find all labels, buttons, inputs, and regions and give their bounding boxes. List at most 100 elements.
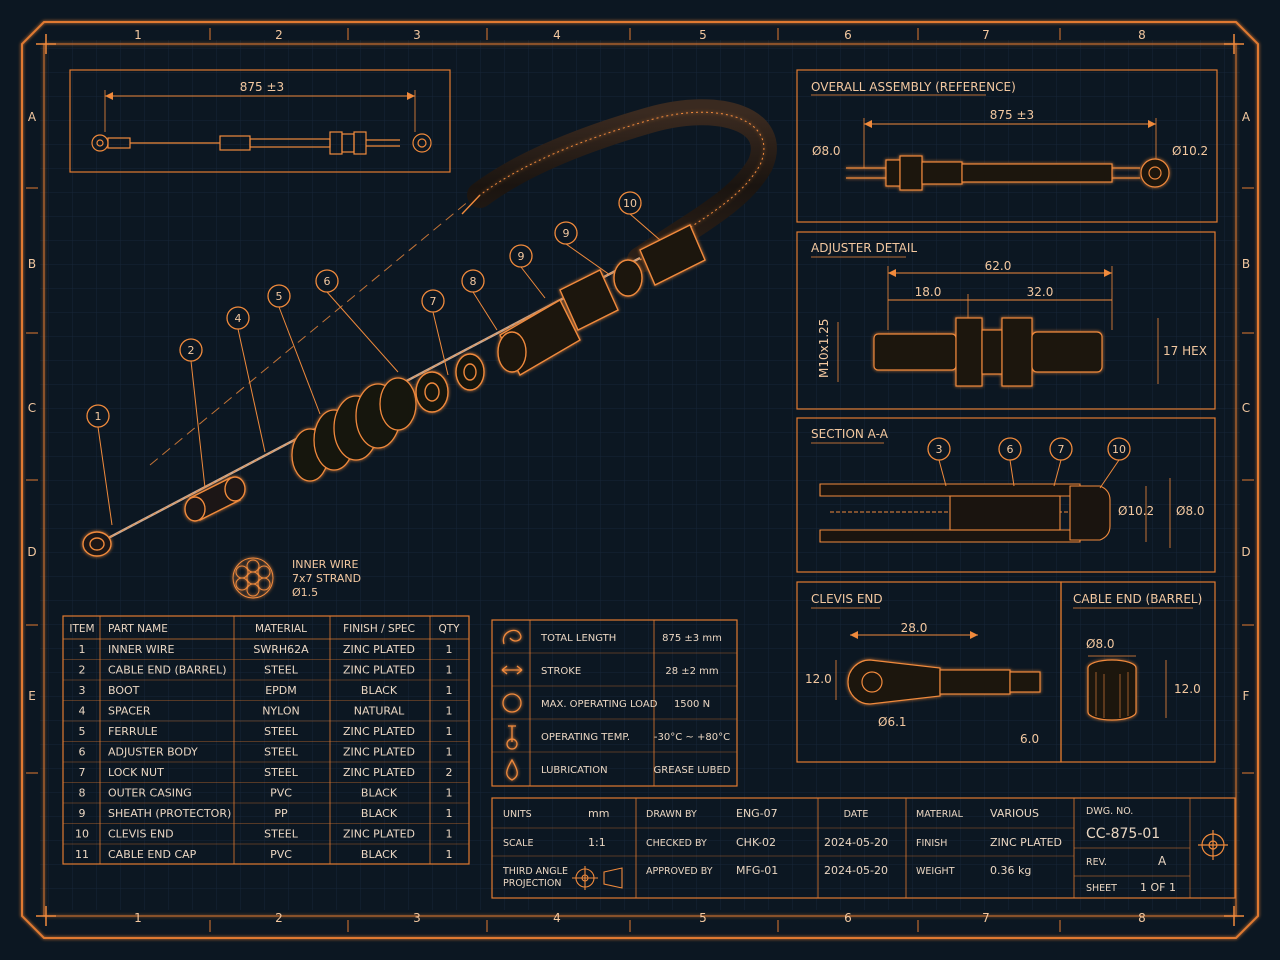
bom-cell: 1 xyxy=(446,746,453,759)
bom-cell: 4 xyxy=(79,705,86,718)
balloon-number: 5 xyxy=(276,290,283,303)
adjuster-left: 18.0 xyxy=(915,285,942,299)
double-arrow-icon xyxy=(501,665,523,675)
bom-cell: 11 xyxy=(75,848,89,861)
balloon-number: 6 xyxy=(324,275,331,288)
bom-cell: 1 xyxy=(446,705,453,718)
item-balloon: 9 xyxy=(509,244,546,299)
balloon-number: 10 xyxy=(623,197,637,210)
bom-cell: 10 xyxy=(75,828,89,841)
item-balloon: 1 xyxy=(86,404,113,526)
projection-label-1: THIRD ANGLE xyxy=(502,866,568,877)
rev-label: REV. xyxy=(1086,857,1107,868)
bom-header: MATERIAL xyxy=(255,623,307,635)
droplet-icon xyxy=(506,758,518,781)
bom-cell: NATURAL xyxy=(354,705,405,718)
overall-assembly-title: OVERALL ASSEMBLY (REFERENCE) xyxy=(811,80,1016,94)
drawn-label: DRAWN BY xyxy=(646,809,697,820)
balloon-number: 9 xyxy=(563,227,570,240)
spec-label: OPERATING TEMP. xyxy=(541,732,630,743)
bom-cell: 6 xyxy=(79,746,86,759)
bom-cell: 1 xyxy=(446,787,453,800)
section-inner-dia: Ø10.2 xyxy=(1118,504,1154,518)
bom-cell: ZINC PLATED xyxy=(343,643,415,656)
gauge-icon xyxy=(502,693,522,713)
scale-label: SCALE xyxy=(503,838,533,849)
bom-cell: INNER WIRE xyxy=(108,643,175,656)
finish-value: ZINC PLATED xyxy=(990,836,1062,849)
approved-value: MFG-01 xyxy=(736,864,778,877)
balloon-number: 1 xyxy=(95,410,102,423)
balloon-number: 9 xyxy=(518,250,525,263)
dwg-number: CC-875-01 xyxy=(1086,826,1160,842)
bom-cell: CABLE END CAP xyxy=(108,848,197,861)
spec-value: -30°C ~ +80°C xyxy=(654,732,730,743)
spec-value: 28 ±2 mm xyxy=(665,666,718,677)
item-balloon: 8 xyxy=(461,269,498,331)
zone-row-right: D xyxy=(1241,545,1250,559)
sheet-frame xyxy=(21,21,1259,939)
zone-col-bottom: 6 xyxy=(844,911,852,925)
section-balloon: 3 xyxy=(927,437,951,487)
item-balloon: 7 xyxy=(421,289,449,376)
item-balloon: 4 xyxy=(226,306,266,453)
bom-cell: ZINC PLATED xyxy=(343,828,415,841)
units-value: mm xyxy=(588,807,609,820)
cable-end-title: CABLE END (BARREL) xyxy=(1073,592,1202,606)
bom-cell: PVC xyxy=(270,848,292,861)
bom-cell: STEEL xyxy=(264,766,299,779)
bom-cell: 1 xyxy=(446,643,453,656)
zone-row-right: F xyxy=(1243,689,1250,703)
zone-col-top: 8 xyxy=(1138,28,1146,42)
sheet-label: SHEET xyxy=(1086,883,1117,894)
date-1: 2024-05-20 xyxy=(824,836,888,849)
checked-label: CHECKED BY xyxy=(646,838,707,849)
zone-col-bottom: 1 xyxy=(134,911,142,925)
overall-length: 875 ±3 xyxy=(990,108,1034,122)
clevis-title: CLEVIS END xyxy=(811,592,883,606)
spec-value: 1500 N xyxy=(674,699,710,710)
clevis-height: 12.0 xyxy=(805,672,832,686)
bom-cell: ADJUSTER BODY xyxy=(108,746,198,759)
bom-cell: 7 xyxy=(79,766,86,779)
zone-col-bottom: 8 xyxy=(1138,911,1146,925)
bom-cell: 1 xyxy=(446,684,453,697)
dwg-label: DWG. NO. xyxy=(1086,806,1133,817)
balloon-number: 2 xyxy=(188,344,195,357)
zone-row-left: B xyxy=(28,257,36,271)
zone-col-top: 5 xyxy=(699,28,707,42)
title-block: UNITS mm SCALE 1:1 THIRD ANGLE PROJECTIO… xyxy=(491,797,1236,899)
units-label: UNITS xyxy=(503,809,532,820)
zone-col-top: 2 xyxy=(275,28,283,42)
zone-col-top: 7 xyxy=(982,28,990,42)
outer-casing xyxy=(467,99,777,273)
zone-row-right: A xyxy=(1242,110,1251,124)
bom-cell: 1 xyxy=(446,664,453,677)
zone-col-bottom: 5 xyxy=(699,911,707,925)
zone-row-left: E xyxy=(28,689,36,703)
projection-label-2: PROJECTION xyxy=(503,878,561,889)
inner-wire-note-1: INNER WIRE xyxy=(292,558,359,571)
zone-col-bottom: 7 xyxy=(982,911,990,925)
item-balloon: 5 xyxy=(267,284,321,415)
bom-header: ITEM xyxy=(69,623,94,635)
bom-cell: STEEL xyxy=(264,828,299,841)
date-label: DATE xyxy=(844,809,869,820)
balloon-number: 10 xyxy=(1112,443,1126,456)
zone-col-bottom: 2 xyxy=(275,911,283,925)
bom-cell: PVC xyxy=(270,787,292,800)
bom-header: PART NAME xyxy=(108,623,168,635)
zone-col-top: 6 xyxy=(844,28,852,42)
balloon-number: 3 xyxy=(936,443,943,456)
bom-cell: BLACK xyxy=(361,787,398,800)
bom-cell: BOOT xyxy=(108,684,140,697)
material-value: VARIOUS xyxy=(990,807,1039,820)
inner-wire-note-3: Ø1.5 xyxy=(292,586,318,599)
